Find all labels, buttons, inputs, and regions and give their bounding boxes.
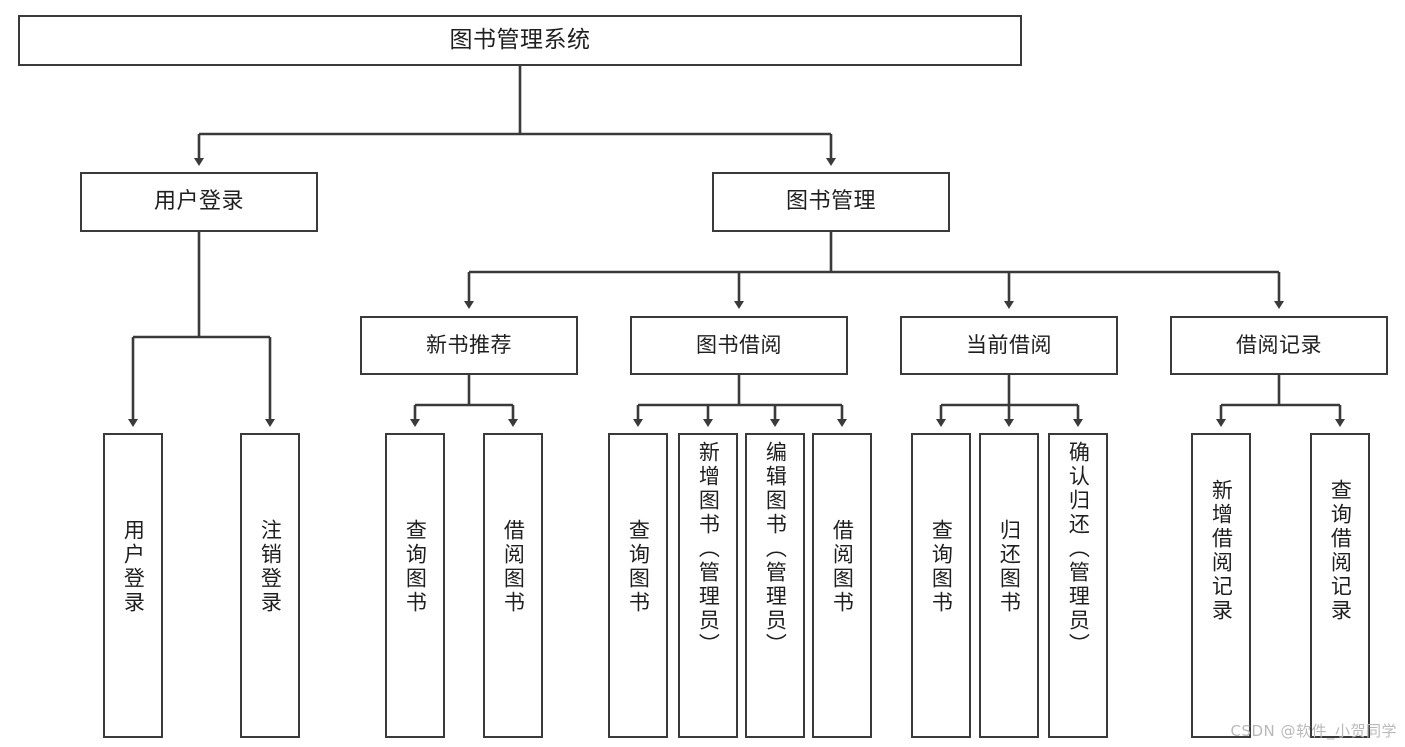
leaf-book-borrow-add[interactable]: 新增图书（管理员） [678, 433, 738, 738]
node-book-borrow-label: 图书借阅 [696, 332, 782, 357]
node-borrow-records[interactable]: 借阅记录 [1170, 316, 1388, 375]
leaf-book-borrow-query-label: 查询图书 [626, 519, 651, 615]
node-root[interactable]: 图书管理系统 [18, 15, 1022, 66]
leaf-borrow-records-query[interactable]: 查询借阅记录 [1310, 433, 1370, 738]
node-current-borrow[interactable]: 当前借阅 [900, 316, 1118, 375]
leaf-user-login-login-label: 用户登录 [121, 519, 146, 615]
leaf-user-login-logout[interactable]: 注销登录 [240, 433, 300, 738]
leaf-book-borrow-borrow-label: 借阅图书 [830, 519, 855, 615]
leaf-book-borrow-add-label: 新增图书（管理员） [696, 441, 721, 657]
leaf-new-book-borrow-label: 借阅图书 [501, 519, 526, 615]
leaf-user-login-logout-label: 注销登录 [258, 519, 283, 615]
leaf-new-book-query-label: 查询图书 [403, 519, 428, 615]
leaf-book-borrow-query[interactable]: 查询图书 [608, 433, 668, 738]
leaf-book-borrow-edit[interactable]: 编辑图书（管理员） [745, 433, 805, 738]
node-borrow-records-label: 借阅记录 [1236, 332, 1322, 357]
node-new-book-recommend[interactable]: 新书推荐 [360, 316, 578, 375]
node-book-manage-label: 图书管理 [785, 188, 876, 214]
leaf-current-borrow-query[interactable]: 查询图书 [911, 433, 971, 738]
node-user-login[interactable]: 用户登录 [80, 172, 318, 232]
node-book-borrow[interactable]: 图书借阅 [630, 316, 848, 375]
leaf-current-borrow-confirm-label: 确认归还（管理员） [1066, 441, 1091, 657]
node-book-manage[interactable]: 图书管理 [712, 172, 950, 232]
leaf-borrow-records-add[interactable]: 新增借阅记录 [1191, 433, 1251, 738]
leaf-current-borrow-confirm[interactable]: 确认归还（管理员） [1048, 433, 1108, 738]
leaf-borrow-records-query-label: 查询借阅记录 [1328, 479, 1353, 623]
node-new-book-recommend-label: 新书推荐 [426, 332, 512, 357]
node-current-borrow-label: 当前借阅 [966, 332, 1052, 357]
watermark: CSDN @软件_小贺同学 [1230, 722, 1397, 740]
node-user-login-label: 用户登录 [153, 188, 244, 214]
leaf-current-borrow-return-label: 归还图书 [997, 519, 1022, 615]
node-root-label: 图书管理系统 [449, 26, 591, 53]
leaf-borrow-records-add-label: 新增借阅记录 [1209, 479, 1234, 623]
leaf-new-book-query[interactable]: 查询图书 [385, 433, 445, 738]
leaf-book-borrow-edit-label: 编辑图书（管理员） [763, 441, 788, 657]
leaf-book-borrow-borrow[interactable]: 借阅图书 [812, 433, 872, 738]
leaf-current-borrow-query-label: 查询图书 [929, 519, 954, 615]
leaf-current-borrow-return[interactable]: 归还图书 [979, 433, 1039, 738]
leaf-user-login-login[interactable]: 用户登录 [103, 433, 163, 738]
leaf-new-book-borrow[interactable]: 借阅图书 [483, 433, 543, 738]
